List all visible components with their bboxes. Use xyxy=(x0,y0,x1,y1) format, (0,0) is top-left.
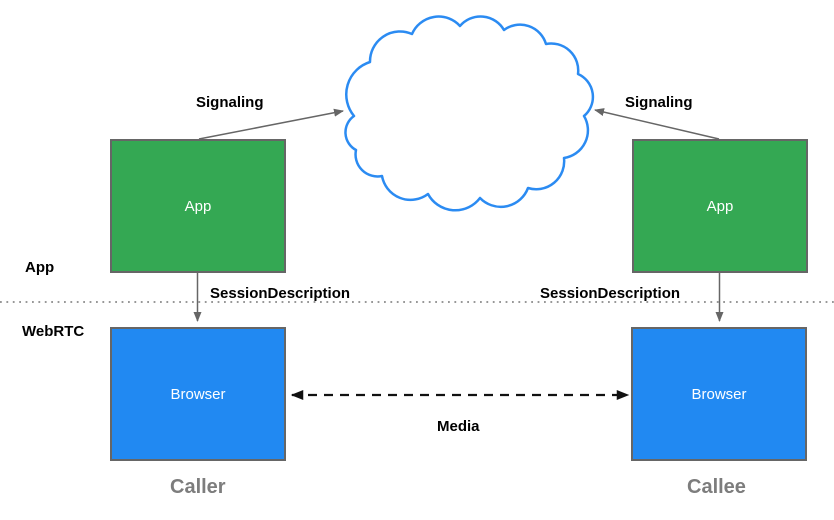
layer-label-webrtc: WebRTC xyxy=(22,323,85,340)
session-description-label-left: SessionDescription xyxy=(210,285,351,302)
signaling-label-left: Signaling xyxy=(196,94,264,111)
layer-label-app: App xyxy=(25,259,55,276)
app-node-callee: App xyxy=(632,139,808,273)
app-node-callee-label: App xyxy=(706,197,734,215)
media-label: Media xyxy=(437,418,480,435)
session-description-label-right: SessionDescription xyxy=(540,285,681,302)
browser-node-callee-label: Browser xyxy=(691,385,747,403)
signaling-arrow-right xyxy=(594,108,720,140)
browser-node-caller-label: Browser xyxy=(170,385,226,403)
browser-node-callee: Browser xyxy=(631,327,807,461)
caller-label: Caller xyxy=(170,476,226,498)
callee-label: Callee xyxy=(687,476,746,498)
signaling-arrow-left xyxy=(198,108,344,140)
app-node-caller: App xyxy=(110,139,286,273)
browser-node-caller: Browser xyxy=(110,327,286,461)
app-node-caller-label: App xyxy=(184,197,212,215)
signaling-label-right: Signaling xyxy=(625,94,693,111)
cloud-icon xyxy=(344,15,595,212)
